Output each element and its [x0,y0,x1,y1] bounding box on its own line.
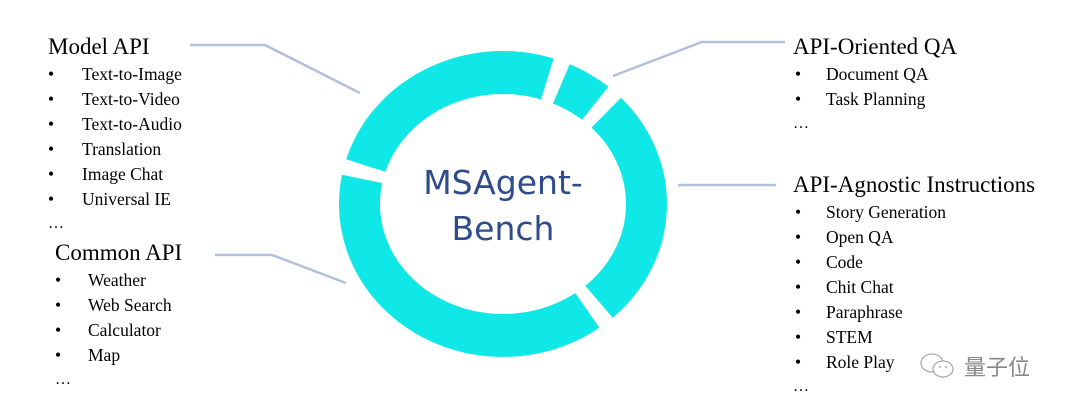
ring-segment-api-oriented-qa [553,64,609,120]
list-item-label: Role Play [826,352,895,372]
list-item: • Task Planning [793,87,957,112]
bullet-icon: • [795,227,802,247]
watermark: 量子位 [918,350,1030,382]
list-item: • Paraphrase [793,300,1035,325]
group-model-api: Model API • Text-to-Image • Text-to-Video • Te… [48,34,182,236]
more-ellipsis: … [793,115,809,132]
list-item: • Text-to-Image [48,62,182,87]
list-item-label: Calculator [88,320,161,340]
bullet-icon: • [55,270,62,290]
list-item-label: Chit Chat [826,277,894,297]
list-item: • Document QA [793,62,957,87]
list-item-label: Web Search [88,295,172,315]
list-item: • Text-to-Audio [48,112,182,137]
list-item-label: Paraphrase [826,302,903,322]
bullet-icon: • [48,164,55,184]
list-item: • Code [793,250,1035,275]
list-item-label: Translation [82,139,162,159]
list-item: • Role Play [793,350,1035,375]
group-api-agnostic-instructions: API-Agnostic Instructions • Story Generati… [793,172,1035,399]
bullet-icon: • [48,64,55,84]
list-item: • STEM [793,325,1035,350]
list-item-label: Text-to-Video [82,89,180,109]
bullet-icon: • [48,189,55,209]
more-ellipsis: … [48,215,64,232]
bullet-icon: • [795,252,802,272]
ring-segment-common-api [339,174,600,357]
more-ellipsis: … [793,378,809,395]
list-item-label: Code [826,252,863,272]
list-item: • Open QA [793,225,1035,250]
list-item-label: Document QA [826,64,929,84]
bullet-icon: • [55,320,62,340]
list-item-label: Task Planning [826,89,926,109]
connectors [190,40,785,285]
list-item: • Weather [55,268,182,293]
list-item-label: STEM [826,327,873,347]
group-title: API-Oriented QA [793,34,958,59]
list-item: • Chit Chat [793,275,1035,300]
list-item: • Web Search [55,293,182,318]
list-item: • Map [55,343,182,368]
ring [339,51,667,357]
list-item-label: Open QA [826,227,894,247]
list-item-label: Text-to-Audio [82,114,182,134]
bullet-icon: • [795,202,802,222]
group-title: Model API [48,34,150,59]
list-item: • Image Chat [48,162,182,187]
connector-common-api [215,253,347,285]
list-item: • Calculator [55,318,182,343]
ring-segment-model-api [346,51,554,172]
bullet-icon: • [55,295,62,315]
connector-api-oriented-qa [612,40,785,78]
bullet-icon: • [48,89,55,109]
list-item: • Text-to-Video [48,87,182,112]
list-item-label: Story Generation [826,202,947,222]
center-line-2: Bench [451,209,555,248]
bullet-icon: • [48,139,55,159]
group-common-api: Common API • Weather • Web Search • Calculator… [55,240,182,392]
list-item: • Translation [48,137,182,162]
bullet-icon: • [55,345,62,365]
bullet-icon: • [795,64,802,84]
list-item-label: Map [88,345,121,365]
group-api-oriented-qa: API-Oriented QA • Document QA • Task Plannin… [793,34,957,136]
bullet-icon: • [795,352,802,372]
bullet-icon: • [795,302,802,322]
center-line-1: MSAgent- [423,163,583,202]
bullet-icon: • [795,89,802,109]
list-item: • Universal IE [48,187,182,212]
connector-model-api [190,43,361,95]
bullet-icon: • [795,277,802,297]
list-item-label: Text-to-Image [82,64,182,84]
bullet-icon: • [48,114,55,134]
watermark-text: 量子位 [964,356,1031,381]
center-label: MSAgent- Bench [393,160,613,252]
group-title: API-Agnostic Instructions [793,172,1036,197]
wechat-icon [920,353,954,378]
list-item: • Story Generation [793,200,1035,225]
list-item-label: Weather [88,270,146,290]
list-item-label: Universal IE [82,189,171,209]
ring-segment-api-agnostic [585,97,667,318]
group-title: Common API [55,240,183,265]
list-item-label: Image Chat [82,164,164,184]
more-ellipsis: … [55,371,71,388]
bullet-icon: • [795,327,802,347]
